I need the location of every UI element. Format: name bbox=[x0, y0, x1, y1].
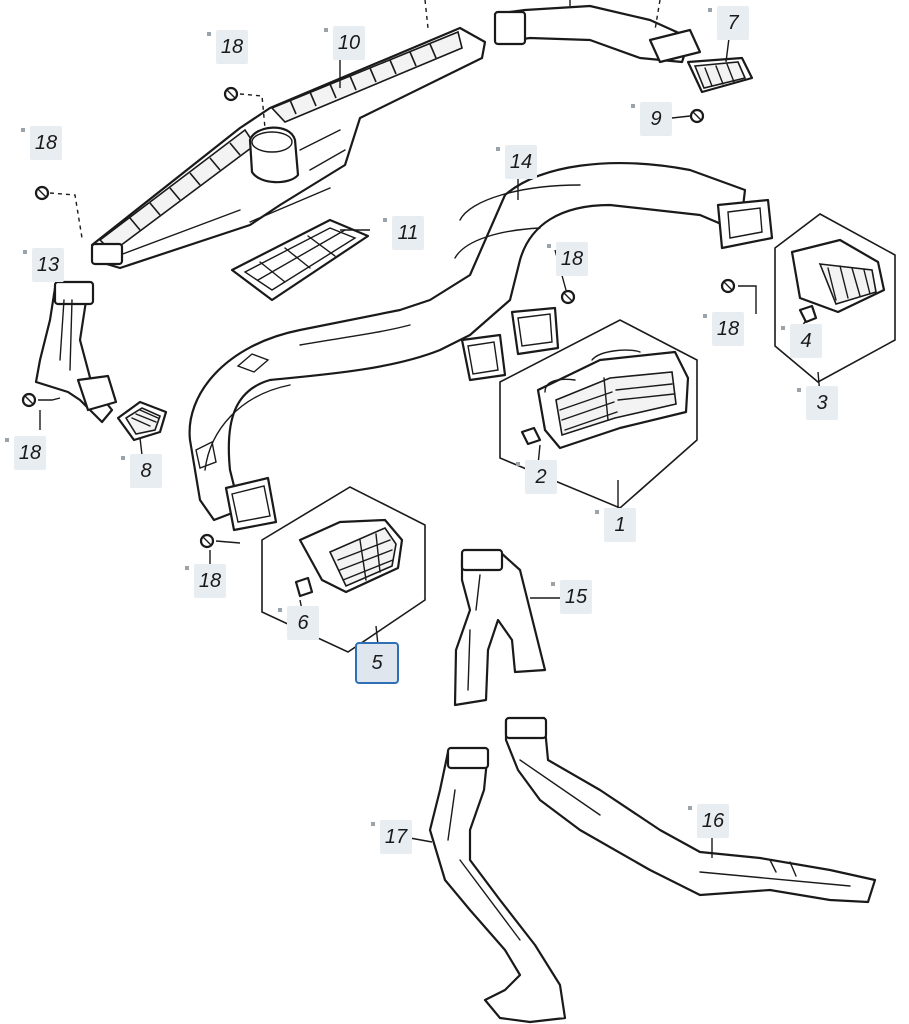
duct-17-part bbox=[428, 746, 567, 1024]
callout-14-label: 14 bbox=[509, 150, 533, 173]
vent-8-part bbox=[116, 400, 168, 442]
callout-18[interactable]: 18 bbox=[547, 242, 588, 276]
callout-16[interactable]: 16 bbox=[688, 804, 729, 838]
callout-18[interactable]: 18 bbox=[21, 126, 62, 160]
callout-6[interactable]: 6 bbox=[278, 606, 319, 640]
callout-15[interactable]: 15 bbox=[551, 580, 592, 614]
callout-10[interactable]: 10 bbox=[324, 26, 365, 60]
callout-18[interactable]: 18 bbox=[185, 564, 226, 598]
callout-16-label: 16 bbox=[701, 809, 725, 832]
duct-15-part bbox=[453, 548, 547, 707]
callout-4[interactable]: 4 bbox=[781, 324, 822, 358]
callout-3-label: 3 bbox=[816, 391, 828, 414]
callout-4-label: 4 bbox=[800, 329, 812, 352]
callout-1[interactable]: 1 bbox=[595, 508, 636, 542]
callout-11-label: 11 bbox=[397, 221, 419, 244]
callout-13-label: 13 bbox=[36, 253, 60, 276]
callout-2-label: 2 bbox=[535, 465, 547, 488]
callout-18-label: 18 bbox=[560, 247, 584, 270]
callout-11[interactable]: 11 bbox=[383, 216, 424, 250]
callout-5-label: 5 bbox=[371, 651, 383, 674]
callout-7-label: 7 bbox=[727, 11, 739, 34]
callout-18-label: 18 bbox=[716, 317, 740, 340]
center-vent-group bbox=[499, 319, 698, 509]
left-vent-group bbox=[261, 486, 426, 653]
callout-18[interactable]: 18 bbox=[5, 436, 46, 470]
callout-18[interactable]: 18 bbox=[703, 312, 744, 346]
callout-17-label: 17 bbox=[384, 825, 408, 848]
callout-5-selected[interactable]: 5 bbox=[355, 642, 399, 684]
callout-3[interactable]: 3 bbox=[797, 386, 838, 420]
callout-18-label: 18 bbox=[198, 569, 222, 592]
grille-plate-part bbox=[230, 218, 370, 302]
right-vent-group bbox=[774, 213, 896, 383]
callout-8-label: 8 bbox=[140, 459, 152, 482]
duct-16-part bbox=[504, 716, 877, 904]
callout-18-label: 18 bbox=[18, 441, 42, 464]
callout-7[interactable]: 7 bbox=[708, 6, 749, 40]
callout-6-label: 6 bbox=[297, 611, 309, 634]
side-duct-13-part bbox=[34, 280, 118, 424]
main-duct-part bbox=[188, 162, 774, 532]
screws-18 bbox=[21, 86, 736, 549]
callout-15-label: 15 bbox=[564, 585, 588, 608]
defroster-duct-part bbox=[90, 26, 487, 270]
screw-9-part bbox=[689, 108, 705, 124]
callout-8[interactable]: 8 bbox=[121, 454, 162, 488]
side-upper-duct-part bbox=[493, 4, 754, 94]
callout-18-label: 18 bbox=[220, 35, 244, 58]
callout-13[interactable]: 13 bbox=[23, 248, 64, 282]
callout-9-label: 9 bbox=[650, 107, 662, 130]
callout-18-label: 18 bbox=[34, 131, 58, 154]
callout-17[interactable]: 17 bbox=[371, 820, 412, 854]
callout-1-label: 1 bbox=[614, 513, 626, 536]
callout-2[interactable]: 2 bbox=[516, 460, 557, 494]
leader-lines bbox=[38, 0, 821, 858]
callout-10-label: 10 bbox=[337, 31, 361, 54]
callout-14[interactable]: 14 bbox=[496, 145, 537, 179]
callout-18[interactable]: 18 bbox=[207, 30, 248, 64]
callout-9[interactable]: 9 bbox=[631, 102, 672, 136]
